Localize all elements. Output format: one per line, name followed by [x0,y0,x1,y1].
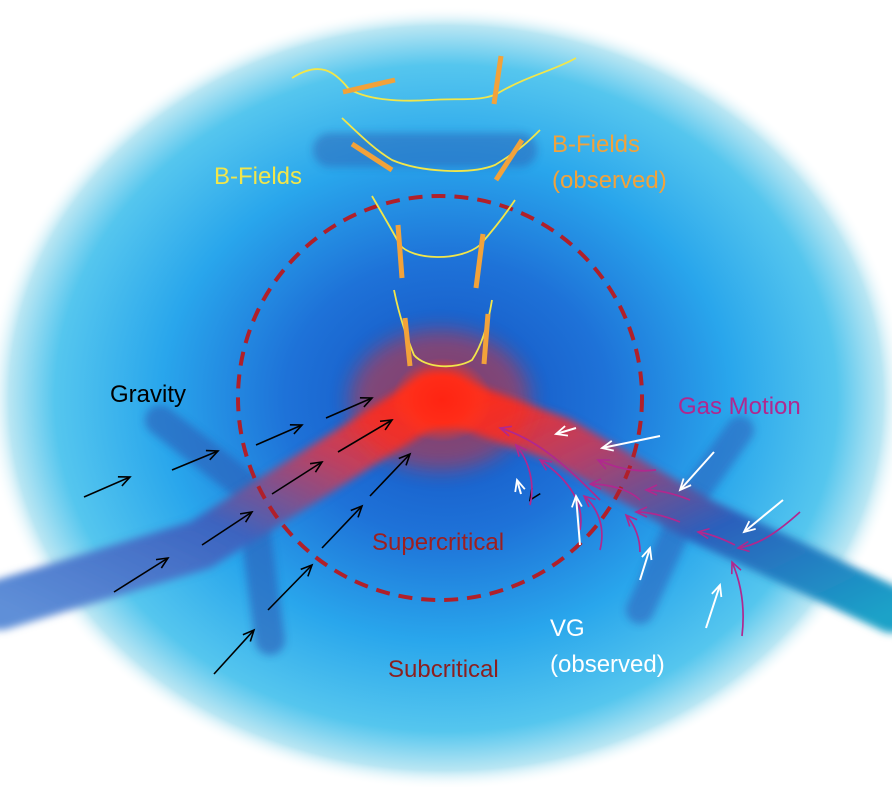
gravity-arrow [337,419,394,453]
vg-arrow [517,480,521,495]
vg-arrow [639,548,650,581]
gas-motion-arrows [498,425,801,637]
gas-motion-arrow [588,478,641,501]
gravity-arrow [369,452,412,497]
vg-observed-arrows [517,428,784,629]
gas-motion-arrow [634,506,681,523]
subcritical-label: Subcritical [388,656,499,683]
gravity-arrows [83,397,412,675]
gravity-arrow [201,510,254,546]
vg-arrow [744,499,784,532]
b-fields-label: B-Fields [214,163,302,190]
gravity-arrow [267,563,314,611]
gravity-arrow [325,397,374,419]
vg-observed-label: VG [550,615,585,642]
gravity-label: Gravity [110,381,186,408]
vg-arrow [705,585,720,629]
gas-motion-arrow [514,443,533,506]
gravity-arrow [213,628,256,675]
gravity-arrow [83,476,132,498]
supercritical-label: Supercritical [372,529,504,556]
vg-arrow [602,435,661,448]
gravity-arrow [321,504,364,549]
gas-motion-arrow [582,494,603,551]
gas-motion-arrow [696,527,736,546]
gravity-arrow [255,424,304,446]
b-field-polarization-segments [342,55,525,367]
gas-motion-arrow [596,459,657,472]
b-fields-observed-sublabel: (observed) [552,167,667,194]
vg-arrow [680,451,715,490]
gas-motion-arrow [498,425,601,501]
dense-hub [392,358,492,442]
gas-motion-arrow [736,511,801,553]
critical-boundary-circle [236,194,644,602]
gravity-arrow [113,556,170,593]
gas-motion-arrow [730,560,744,637]
gas-motion-arrow [644,484,691,501]
gas-motion-arrow [538,458,582,531]
gas-motion-arrow [624,513,641,553]
vg-observed-sublabel: (observed) [550,651,665,678]
gravity-arrow [171,449,220,471]
b-fields-observed-label: B-Fields [552,131,640,158]
gravity-arrow [271,460,324,495]
vg-arrow [556,428,577,434]
gas-motion-label: Gas Motion [678,393,801,420]
vg-arrow [576,496,580,546]
